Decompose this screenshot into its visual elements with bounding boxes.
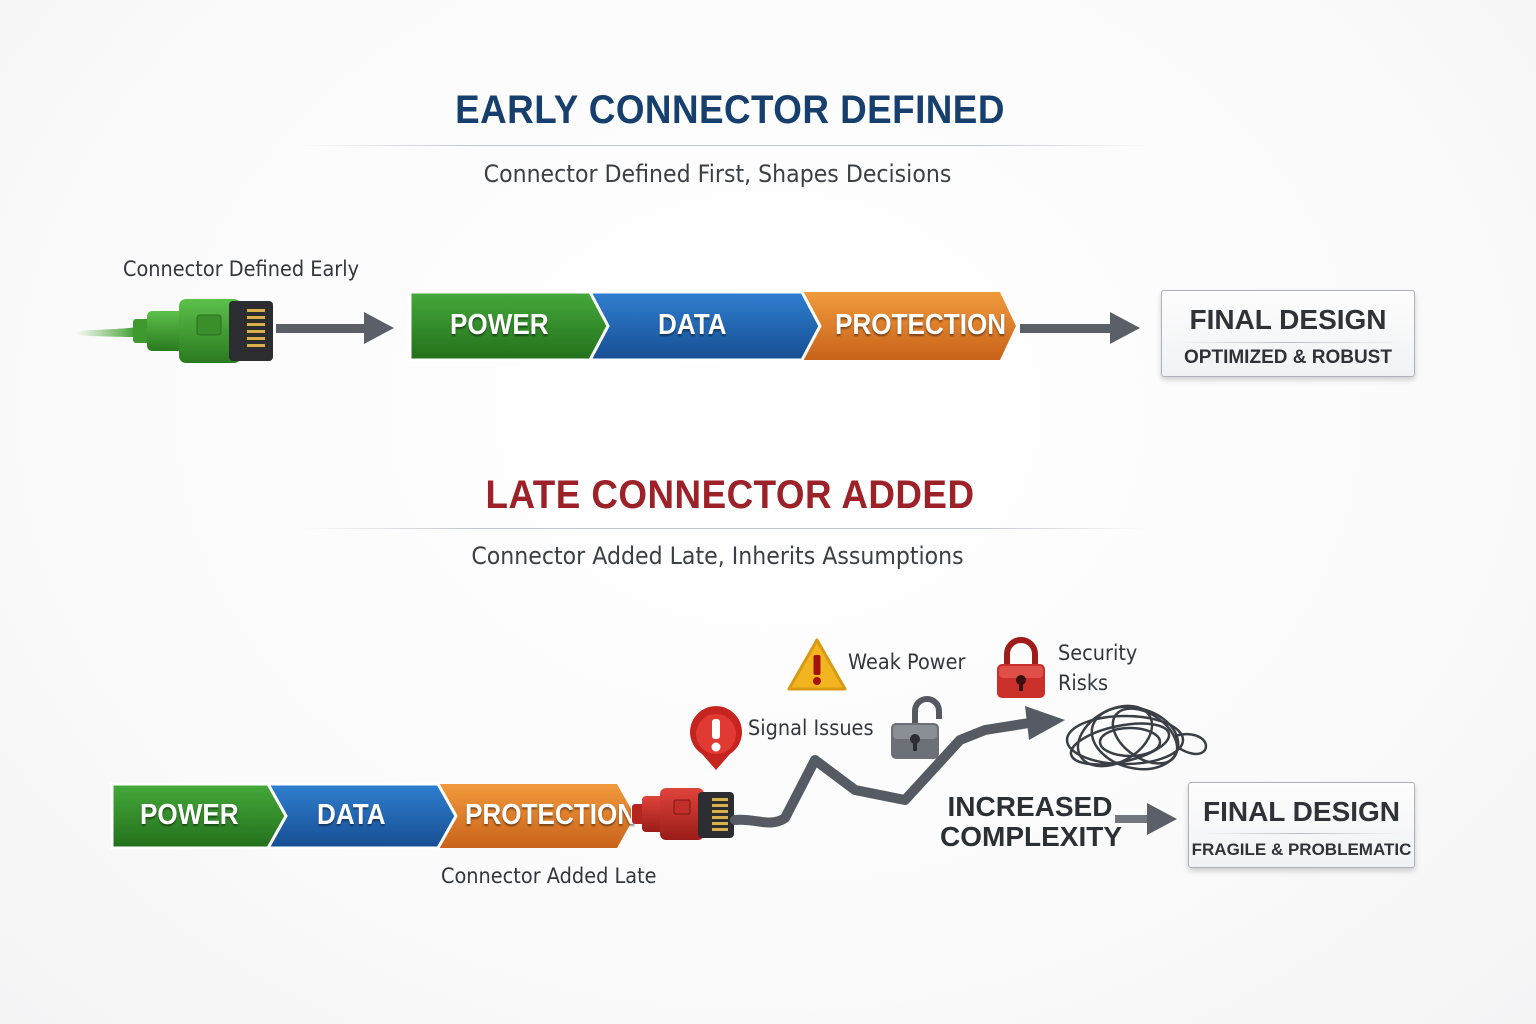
complexity-line1: INCREASED [947,791,1113,822]
late-title-divider [300,528,1150,529]
early-stage-data: DATA [658,309,727,341]
late-pipeline [110,782,635,850]
early-arrow-to-final [1020,312,1140,344]
late-stage-power-shape [110,782,288,850]
late-section-title: LATE CONNECTOR ADDED [485,473,975,517]
early-stage-protection-shape [798,292,1016,360]
zigzag-complexity-arrow [730,706,1065,828]
late-final-divider [1203,833,1400,834]
complexity-line2: COMPLEXITY [940,821,1123,852]
yellow-warning-triangle-icon [787,638,847,691]
security-risks-label-line1: Security [1058,641,1138,665]
late-section-subtitle: Connector Added Late, Inherits Assumptio… [471,542,964,570]
early-final-divider [1176,342,1400,343]
early-section-subtitle: Connector Defined First, Shapes Decision… [483,160,952,188]
early-section-title: EARLY CONNECTOR DEFINED [455,88,1005,132]
early-final-design-box: FINAL DESIGN OPTIMIZED & ROBUST [1161,290,1415,377]
early-pipeline [408,290,1016,362]
early-connector-label: Connector Defined Early [123,257,360,281]
early-final-title: FINAL DESIGN [1189,304,1387,335]
late-stage-power: POWER [140,799,239,831]
late-final-title: FINAL DESIGN [1202,796,1401,827]
security-risks-label-line2: Risks [1058,671,1109,695]
late-stage-data: DATA [317,799,386,831]
late-arrow-to-final [1115,803,1177,835]
green-ethernet-connector-icon [75,299,273,363]
weak-power-label: Weak Power [848,650,966,674]
late-stage-protection: PROTECTION [465,799,637,831]
early-title-divider [300,145,1150,146]
early-stage-power: POWER [450,309,549,341]
tangled-wire-icon [1065,704,1208,771]
red-exclamation-pin-icon [690,706,742,770]
early-arrow-to-pipeline [276,312,394,344]
increased-complexity-label: INCREASED COMPLEXITY [940,791,1123,852]
early-stage-power-shape [408,290,610,362]
late-final-subtitle: FRAGILE & PROBLEMATIC [1191,840,1412,859]
open-padlock-icon [891,696,942,759]
early-final-subtitle: OPTIMIZED & ROBUST [1184,347,1392,368]
late-stage-protection-shape [434,784,635,848]
red-padlock-icon [997,637,1045,698]
late-connector-label: Connector Added Late [441,864,657,888]
signal-issues-label: Signal Issues [748,716,874,740]
late-final-design-box: FINAL DESIGN FRAGILE & PROBLEMATIC [1188,782,1415,868]
red-ethernet-connector-icon [632,788,734,840]
early-stage-protection: PROTECTION [835,309,1007,341]
